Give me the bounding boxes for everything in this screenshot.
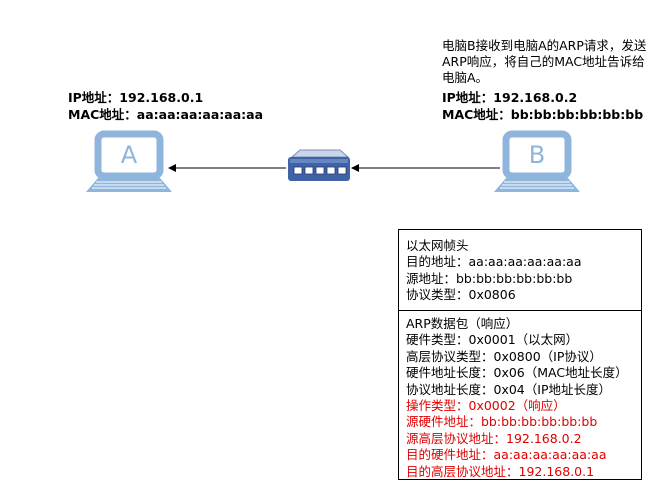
arp-proto-type: 高层协议类型：0x0800（IP协议）	[406, 348, 602, 364]
laptop-a-letter: A	[121, 141, 138, 169]
switch-icon	[288, 149, 350, 181]
arp-sender-hw: 源硬件地址：bb:bb:bb:bb:bb:bb	[406, 414, 598, 430]
arp-hw-len: 硬件地址长度：0x06（MAC地址长度）	[406, 365, 628, 381]
arp-title: ARP数据包（响应）	[406, 316, 519, 331]
laptop-b-letter: B	[529, 141, 545, 169]
eth-src: 源地址：bb:bb:bb:bb:bb:bb	[406, 270, 573, 286]
ethernet-header-section: 以太网帧头 目的地址：aa:aa:aa:aa:aa:aa 源地址：bb:bb:b…	[399, 238, 641, 304]
arp-target-proto: 目的高层协议地址：192.168.0.1	[406, 463, 595, 479]
laptop-a-icon: A	[86, 130, 172, 192]
laptop-b-icon: B	[494, 130, 580, 192]
eth-title: 以太网帧头	[406, 238, 469, 253]
arp-packet-section: ARP数据包（响应） 硬件类型：0x0001（以太网） 高层协议类型：0x080…	[399, 316, 641, 480]
computer-b-ip-label: IP地址：192.168.0.2	[442, 90, 578, 105]
computer-b-mac-label: MAC地址：bb:bb:bb:bb:bb:bb	[442, 107, 644, 122]
computer-a-ip-label: IP地址：192.168.0.1	[68, 90, 204, 105]
arp-sender-proto: 源高层协议地址：192.168.0.2	[406, 430, 582, 446]
arp-hw-type: 硬件类型：0x0001（以太网）	[406, 332, 579, 348]
arp-proto-len: 协议地址长度：0x04（IP地址长度）	[406, 381, 611, 397]
arp-target-hw: 目的硬件地址：aa:aa:aa:aa:aa:aa	[406, 447, 607, 463]
eth-dest: 目的地址：aa:aa:aa:aa:aa:aa	[406, 254, 582, 270]
packet-box: 以太网帧头 目的地址：aa:aa:aa:aa:aa:aa 源地址：bb:bb:b…	[398, 229, 642, 480]
response-note: 电脑B接收到电脑A的ARP请求，发送ARP响应，将自己的MAC地址告诉给电脑A。	[442, 38, 647, 85]
eth-type: 协议类型：0x0806	[406, 287, 516, 303]
section-divider	[399, 310, 641, 311]
arp-opcode: 操作类型：0x0002（响应）	[406, 398, 566, 414]
computer-a-mac-label: MAC地址：aa:aa:aa:aa:aa:aa	[68, 107, 264, 122]
